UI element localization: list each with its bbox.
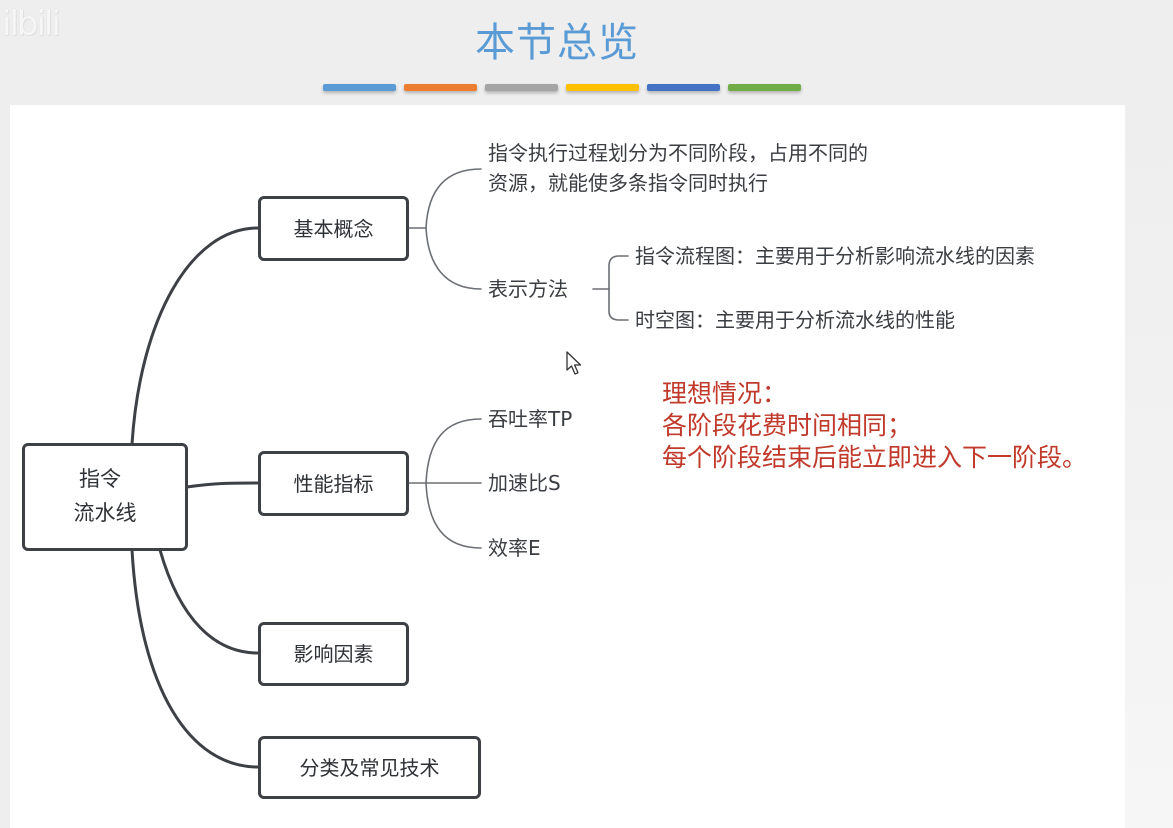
root-node-instruction-pipeline[interactable]: 指令 流水线 [22, 443, 188, 551]
node-classification-techniques[interactable]: 分类及常见技术 [258, 736, 481, 799]
root-node-line1: 指令 [79, 467, 121, 492]
leaf-instruction-flowchart[interactable]: 指令流程图：主要用于分析影响流水线的因素 [635, 244, 1035, 268]
link-method-spacetime [608, 288, 629, 321]
bilibili-watermark: ilbili [2, 4, 61, 44]
root-node-line2: 流水线 [73, 501, 137, 525]
leaf-description-line1: 指令执行过程划分为不同阶段，占用不同的 [488, 141, 868, 165]
mouse-cursor-icon [566, 351, 582, 375]
root-node-label: 指令 流水线 [74, 463, 137, 530]
leaf-representation-method[interactable]: 表示方法 [488, 277, 568, 301]
leaf-space-time-diagram[interactable]: 时空图：主要用于分析流水线的性能 [635, 308, 955, 332]
link-perf-e [425, 482, 482, 549]
link-root-classification [130, 548, 260, 769]
link-basic-method [425, 227, 482, 290]
decor-bar-blue [323, 84, 396, 91]
note-heading: 理想情况： [662, 379, 788, 408]
link-root-basic [130, 226, 260, 446]
note-line-1: 各阶段花费时间相同； [662, 411, 913, 440]
decor-bar-gray [485, 84, 558, 91]
decor-bar-yellow [566, 84, 639, 91]
ideal-case-note: 理想情况： 各阶段花费时间相同； 每个阶段结束后能立即进入下一阶段。 [662, 378, 1087, 474]
decor-bar-dark-blue [647, 84, 720, 91]
mindmap-canvas [10, 105, 1125, 828]
link-basic-desc [425, 168, 482, 229]
node-basic-concept[interactable]: 基本概念 [258, 196, 409, 261]
right-margin [1125, 105, 1173, 828]
leaf-efficiency-e[interactable]: 效率E [488, 536, 541, 560]
link-root-performance [185, 481, 260, 489]
decor-bar-green [728, 84, 801, 91]
leaf-throughput-tp[interactable]: 吞吐率TP [488, 407, 573, 431]
leaf-description-line2: 资源，就能使多条指令同时执行 [488, 171, 768, 195]
node-performance-metrics[interactable]: 性能指标 [258, 451, 409, 516]
link-method-flow [608, 255, 629, 290]
decor-bar-orange [404, 84, 477, 91]
link-perf-tp [425, 418, 482, 484]
page-title: 本节总览 [475, 20, 639, 66]
leaf-speedup-s[interactable]: 加速比S [488, 471, 561, 495]
node-influencing-factors[interactable]: 影响因素 [258, 622, 409, 686]
leaf-basic-concept-description[interactable]: 指令执行过程划分为不同阶段，占用不同的 资源，就能使多条指令同时执行 [488, 138, 868, 198]
note-line-2: 每个阶段结束后能立即进入下一阶段。 [662, 443, 1088, 472]
decor-color-bars [323, 84, 801, 91]
link-root-factors [158, 548, 260, 655]
